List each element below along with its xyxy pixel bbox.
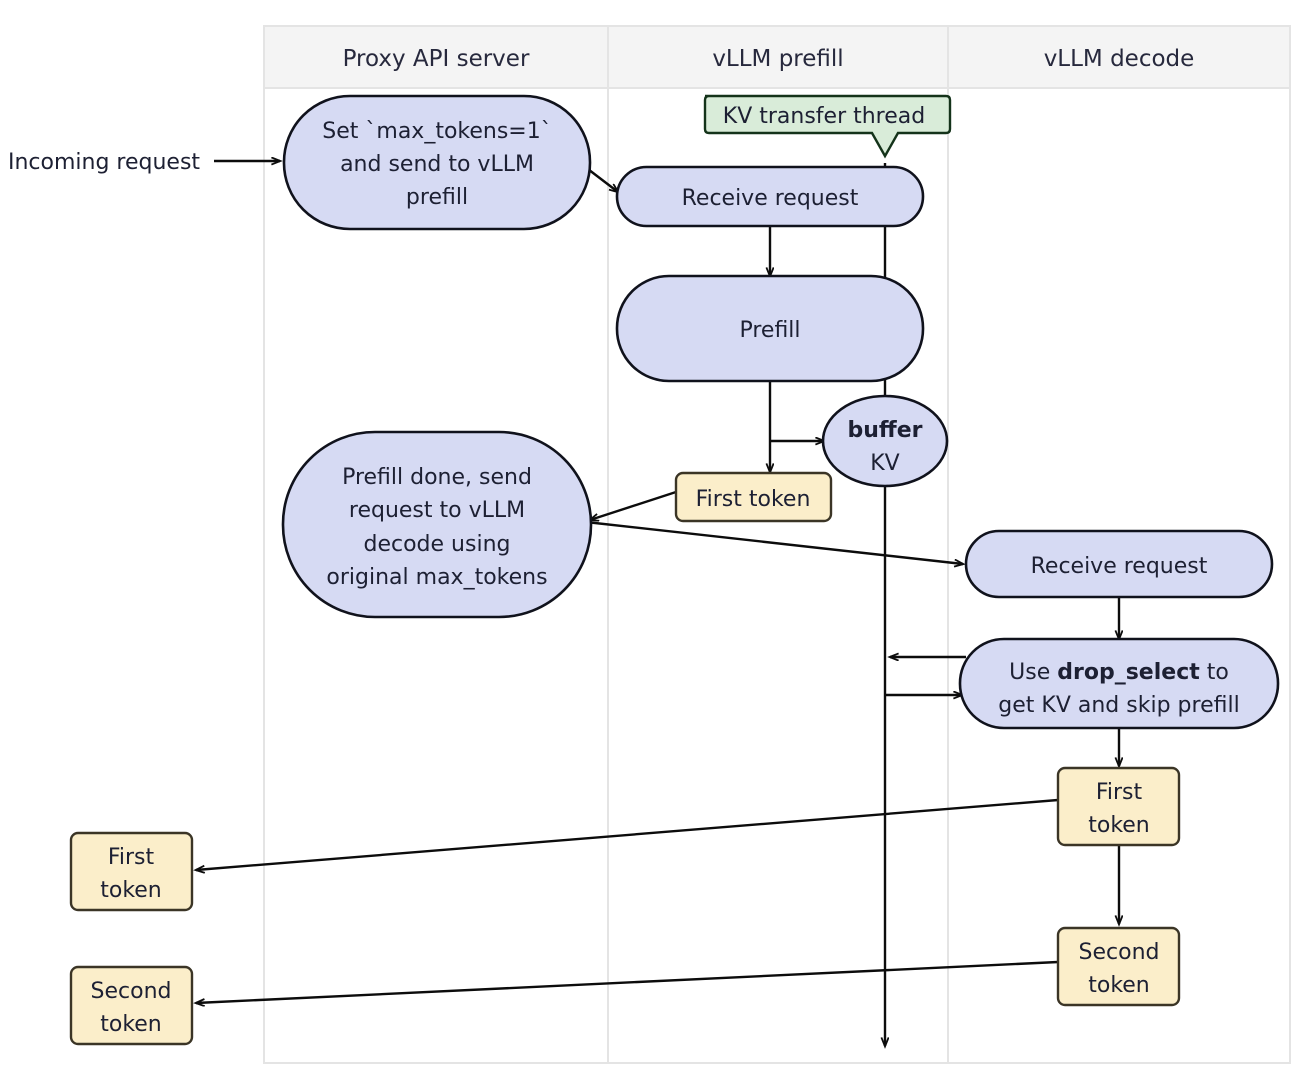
prefill-first-token-label: First token — [696, 487, 811, 512]
set-max-tokens-line-3: prefill — [406, 185, 468, 210]
proxy-second-token-line-2: token — [100, 1012, 162, 1037]
external-label-incoming-request: Incoming request — [8, 150, 200, 175]
drop-select-line-2: get KV and skip prefill — [998, 693, 1239, 718]
lane-title-decode: vLLM decode — [1044, 46, 1195, 72]
node-prefill-step[interactable]: Prefill — [615, 274, 925, 383]
buffer-kv-shape[interactable] — [821, 394, 949, 488]
node-decode-receive-request[interactable]: Receive request — [964, 529, 1274, 599]
lane-title-prefill: vLLM prefill — [712, 46, 843, 72]
decode-first-token-shape[interactable] — [1056, 766, 1181, 847]
proxy-second-token-line-1: Second — [91, 979, 172, 1004]
decode-second-token-shape[interactable] — [1056, 926, 1181, 1007]
drop-select-seg-1: Use — [1009, 660, 1057, 685]
prefill-done-shape[interactable] — [281, 430, 593, 619]
edge-prefill-done-to-decode-receive — [585, 520, 963, 564]
edge-first-token-to-prefill-done — [590, 490, 677, 520]
node-prefill-done[interactable]: Prefill done, send request to vLLM decod… — [281, 430, 593, 619]
prefill-done-line-2: request to vLLM — [349, 498, 525, 523]
drop-select-line-1: Use drop_select to — [1009, 660, 1229, 685]
prefill-step-shape[interactable] — [615, 274, 925, 383]
set-max-tokens-line-2: and send to vLLM — [340, 152, 534, 177]
decode-second-token-line-2: token — [1088, 973, 1150, 998]
edge-decode-first-token-to-proxy — [196, 798, 1059, 870]
node-decode-second-token[interactable]: Second token — [1056, 926, 1181, 1007]
set-max-tokens-shape[interactable] — [282, 94, 592, 231]
decode-first-token-line-1: First — [1096, 780, 1143, 805]
proxy-second-token-shape[interactable] — [69, 965, 194, 1046]
prefill-done-line-4: original max_tokens — [326, 565, 547, 590]
kv-transfer-thread-label: KV transfer thread — [723, 104, 925, 129]
decode-receive-request-shape[interactable] — [964, 529, 1274, 599]
node-kv-transfer-thread[interactable]: KV transfer thread — [703, 94, 952, 159]
buffer-kv-line-1: buffer — [847, 418, 922, 443]
node-prefill-first-token[interactable]: First token — [674, 471, 833, 523]
prefill-done-line-1: Prefill done, send — [342, 465, 532, 490]
drop-select-seg-2: drop_select — [1057, 660, 1200, 685]
prefill-first-token-shape[interactable] — [674, 471, 833, 523]
node-set-max-tokens[interactable]: Set `max_tokens=1` and send to vLLM pref… — [282, 94, 592, 231]
node-prefill-receive-request[interactable]: Receive request — [615, 165, 925, 228]
lane-title-proxy: Proxy API server — [343, 46, 530, 72]
decode-receive-request-label: Receive request — [1031, 554, 1208, 579]
prefill-receive-request-shape[interactable] — [615, 165, 925, 228]
lane-outer-border — [263, 25, 1291, 1064]
node-decode-first-token[interactable]: First token — [1056, 766, 1181, 847]
edge-decode-second-token-to-proxy — [196, 960, 1059, 1003]
kv-transfer-thread-shape[interactable] — [703, 94, 952, 159]
prefill-step-label: Prefill — [739, 318, 800, 343]
prefill-done-line-3: decode using — [364, 532, 511, 557]
buffer-kv-line-2: KV — [870, 451, 899, 476]
node-drop-select[interactable]: Use drop_select to get KV and skip prefi… — [958, 637, 1280, 730]
node-buffer-kv[interactable]: buffer KV — [821, 394, 949, 488]
edges — [196, 161, 1119, 1003]
drop-select-shape[interactable] — [958, 637, 1280, 730]
drop-select-seg-3: to — [1200, 660, 1229, 685]
prefill-receive-request-label: Receive request — [682, 186, 859, 211]
decode-second-token-line-1: Second — [1079, 940, 1160, 965]
proxy-first-token-line-2: token — [100, 878, 162, 903]
node-proxy-second-token[interactable]: Second token — [69, 965, 194, 1046]
incoming-request-label: Incoming request — [8, 150, 200, 175]
lane-header-background — [264, 26, 1290, 88]
node-proxy-first-token[interactable]: First token — [69, 831, 194, 912]
set-max-tokens-line-1: Set `max_tokens=1` — [322, 119, 551, 144]
decode-first-token-line-2: token — [1088, 813, 1150, 838]
proxy-first-token-line-1: First — [108, 845, 155, 870]
proxy-first-token-shape[interactable] — [69, 831, 194, 912]
